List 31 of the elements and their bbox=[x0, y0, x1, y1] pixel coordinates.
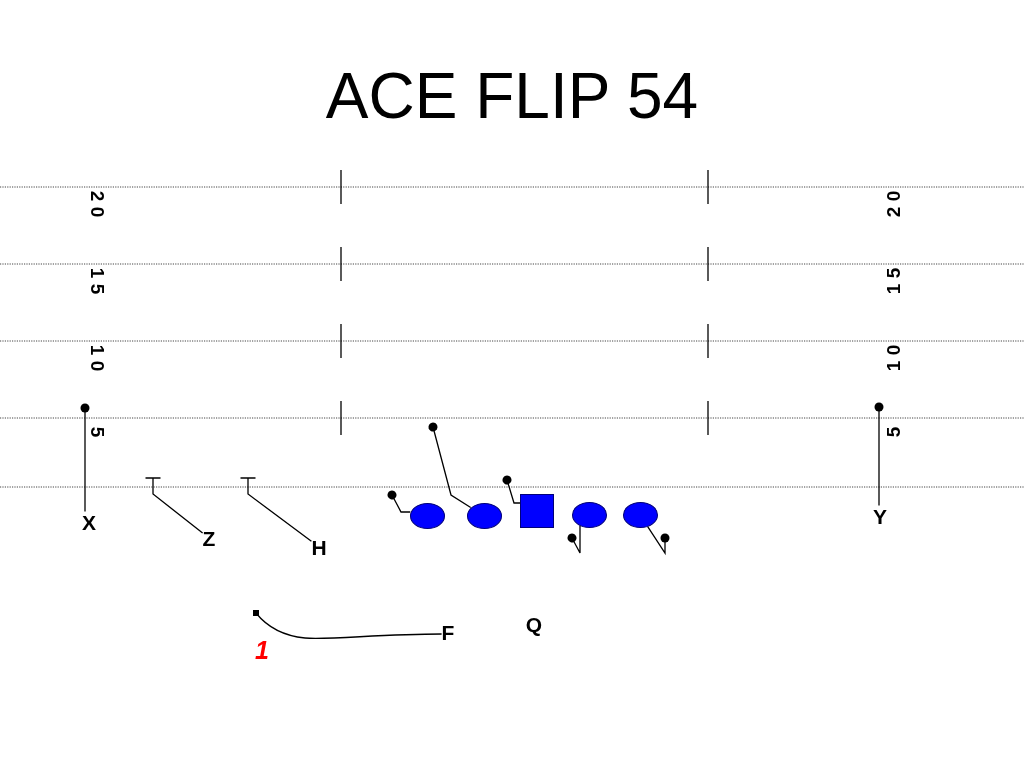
yard-number: 1 5 bbox=[883, 267, 903, 295]
yard-number: 1 0 bbox=[883, 344, 903, 372]
route-line bbox=[253, 610, 443, 640]
yard-number: 5 bbox=[87, 426, 107, 438]
yard-number: 5 bbox=[883, 426, 903, 438]
route-line bbox=[144, 477, 204, 534]
route-line bbox=[874, 402, 884, 507]
yard-number: 2 0 bbox=[87, 190, 107, 218]
lineman-oval bbox=[466, 503, 502, 529]
center-square bbox=[520, 494, 554, 528]
lineman-oval bbox=[622, 502, 658, 528]
title: ACE FLIP 54 bbox=[325, 60, 699, 132]
block-line bbox=[428, 422, 472, 509]
block-line bbox=[387, 490, 411, 513]
lineman-oval bbox=[409, 503, 445, 529]
player-letter: Q bbox=[525, 613, 543, 635]
block-line bbox=[647, 526, 670, 556]
read-number: 1 bbox=[255, 637, 269, 663]
yard-number: 1 5 bbox=[87, 267, 107, 295]
player-letter: Z bbox=[202, 527, 216, 549]
route-line bbox=[80, 403, 90, 513]
player-letter: Y bbox=[873, 505, 887, 527]
player-letter: X bbox=[82, 511, 96, 533]
route-line bbox=[239, 477, 313, 542]
block-line bbox=[567, 525, 581, 554]
yard-number: 2 0 bbox=[883, 190, 903, 218]
player-letter: H bbox=[311, 536, 327, 558]
lineman-oval bbox=[571, 502, 607, 528]
yard-number: 1 0 bbox=[87, 344, 107, 372]
player-letter: F bbox=[441, 621, 455, 643]
block-line bbox=[502, 475, 521, 504]
